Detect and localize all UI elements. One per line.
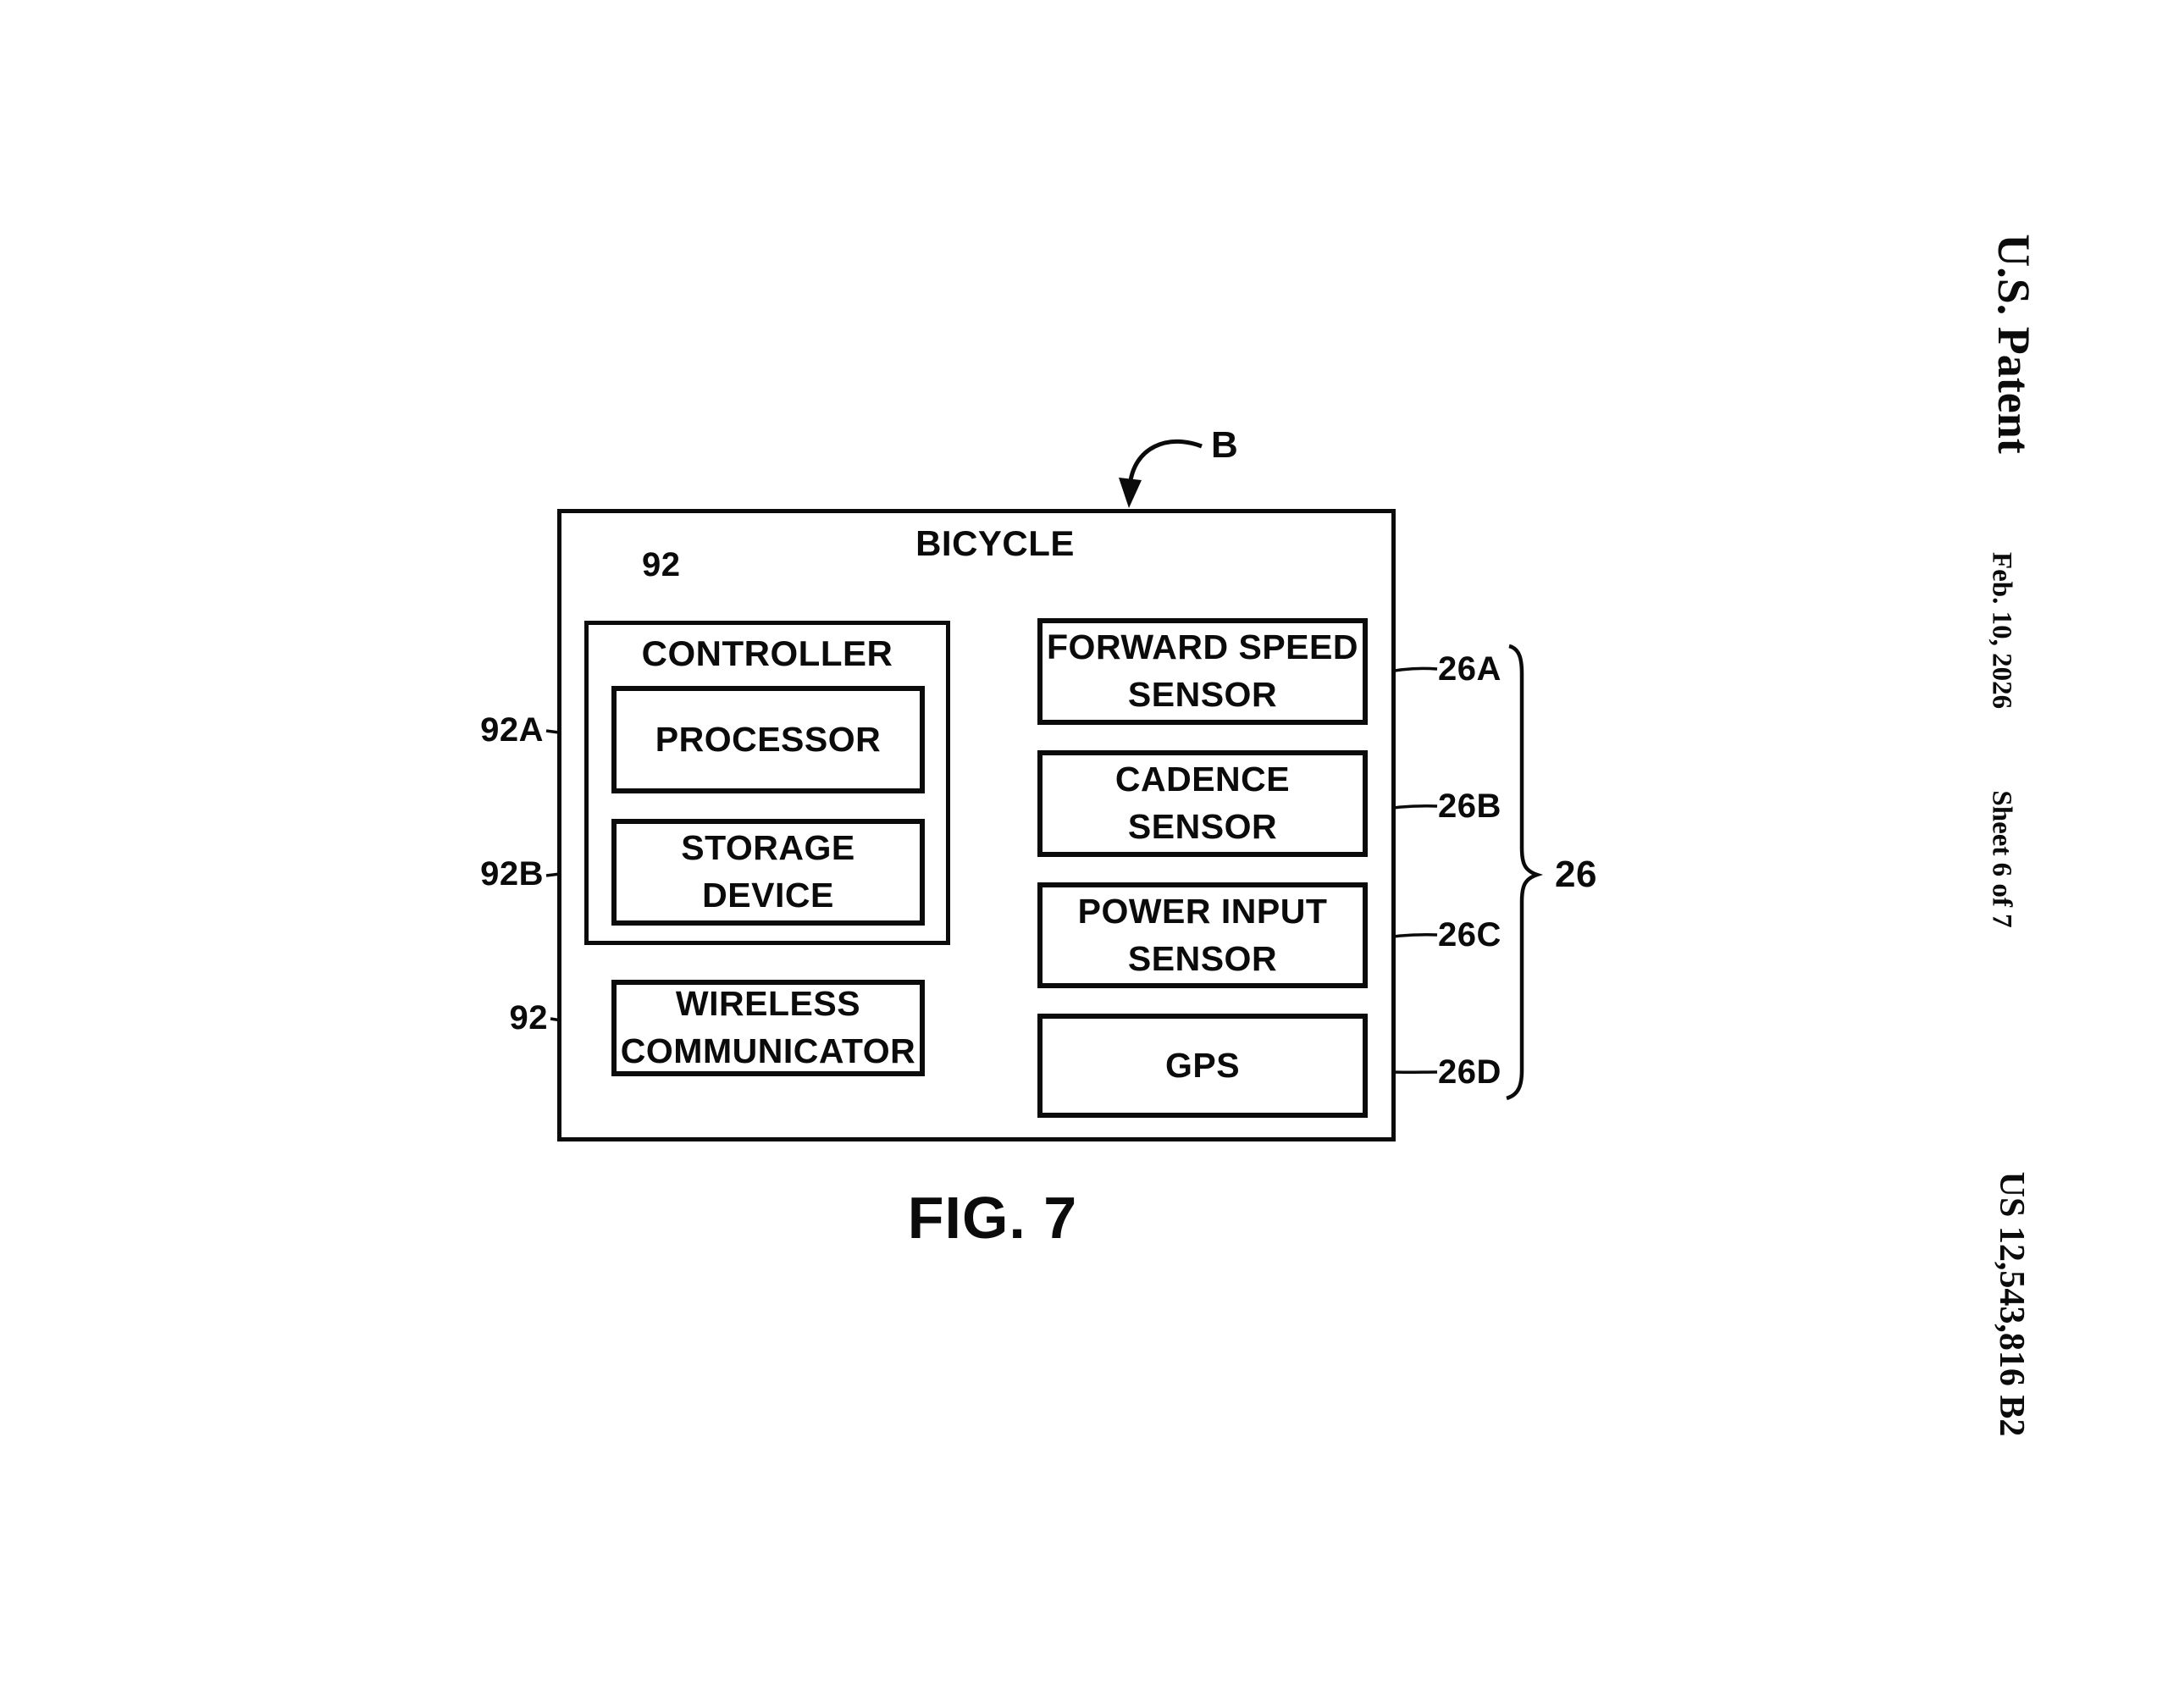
patent-publication-number-text: US 12,543,816 B2: [1992, 1171, 2031, 1437]
gps-label: GPS: [1164, 1045, 1241, 1085]
storage-device-box: STORAGE DEVICE: [611, 819, 925, 926]
ref-92-controller: 92: [642, 546, 681, 583]
ref-92a-processor: 92A: [480, 711, 544, 749]
bicycle-title: BICYCLE: [915, 523, 1075, 563]
processor-label: PROCESSOR: [655, 719, 882, 759]
wireless-communicator-label: WIRELESS COMMUNICATOR: [620, 984, 916, 1070]
gps-box: GPS: [1037, 1014, 1368, 1118]
forward-speed-sensor-box: FORWARD SPEED SENSOR: [1037, 618, 1368, 725]
b-arrow-curve: [1127, 439, 1203, 488]
forward-speed-sensor-label: FORWARD SPEED SENSOR: [1047, 627, 1358, 714]
controller-title: CONTROLLER: [641, 633, 893, 673]
ref-b: B: [1211, 424, 1239, 466]
brace-26: [1506, 644, 1544, 1101]
ref-92-wireless: 92: [509, 999, 548, 1036]
ref-26b-cadence: 26B: [1438, 788, 1502, 825]
patent-sheet-number-text: Sheet 6 of 7: [1986, 790, 2017, 928]
ref-26-sensor-group: 26: [1555, 854, 1597, 895]
patent-date-text: Feb. 10, 2026: [1986, 551, 2017, 710]
storage-device-label: STORAGE DEVICE: [681, 828, 855, 915]
power-input-sensor-box: POWER INPUT SENSOR: [1037, 882, 1368, 988]
power-input-sensor-label: POWER INPUT SENSOR: [1077, 891, 1328, 978]
processor-box: PROCESSOR: [611, 686, 925, 793]
cadence-sensor-box: CADENCE SENSOR: [1037, 750, 1368, 857]
ref-26d-gps: 26D: [1438, 1053, 1502, 1091]
ref-92b-storage: 92B: [480, 855, 544, 893]
wireless-communicator-box: WIRELESS COMMUNICATOR: [611, 980, 925, 1076]
figure-caption: FIG. 7: [907, 1185, 1078, 1251]
cadence-sensor-label: CADENCE SENSOR: [1114, 760, 1291, 846]
ref-26a-forward-speed: 26A: [1438, 650, 1502, 688]
patent-office-text: U.S. Patent: [1988, 234, 2039, 454]
ref-26c-power-input: 26C: [1438, 916, 1502, 953]
b-arrowhead: [1119, 478, 1142, 508]
